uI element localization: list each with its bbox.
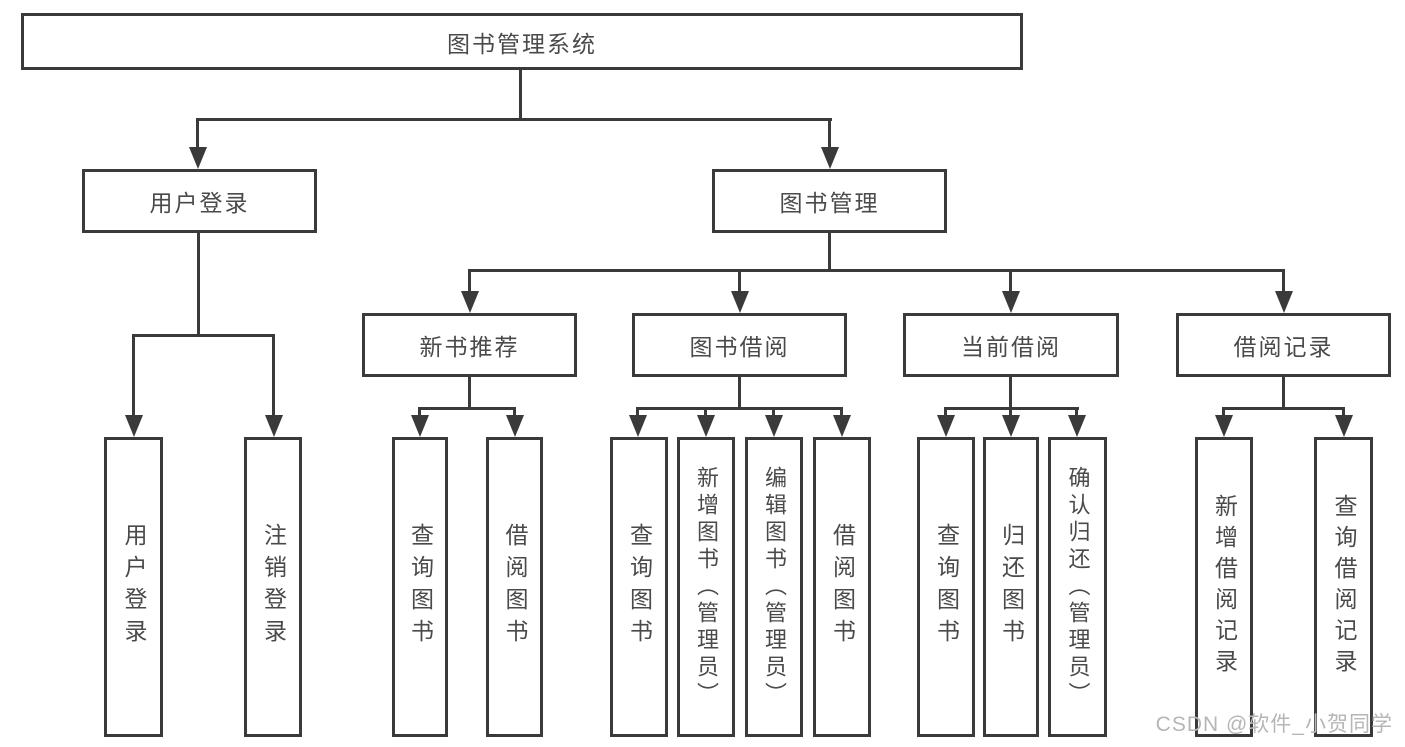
arrow-down-icon	[506, 415, 524, 437]
connector-line	[944, 407, 947, 421]
connector-line	[272, 334, 275, 420]
node-root: 图书管理系统	[21, 13, 1023, 70]
node-user-login-label: 用户登录	[149, 190, 250, 216]
leaf-newbook-query-label: 查询图书	[407, 523, 434, 651]
connector-line	[738, 269, 741, 295]
connector-line	[132, 334, 275, 337]
leaf-borrow-add-admin-label: 新增图书（管理员）	[694, 465, 719, 709]
node-book-borrow-label: 图书借阅	[689, 334, 790, 360]
arrow-down-icon	[821, 147, 839, 169]
node-new-book-recommend-label: 新书推荐	[419, 334, 520, 360]
connector-line	[1009, 407, 1012, 421]
leaf-user-login-label: 用户登录	[121, 523, 147, 651]
arrow-down-icon	[1002, 415, 1020, 437]
connector-line	[828, 118, 831, 152]
connector-line	[738, 377, 741, 410]
connector-line	[196, 118, 199, 152]
arrow-down-icon	[731, 291, 749, 313]
connector-line	[1222, 407, 1345, 410]
node-book-management-label: 图书管理	[779, 190, 880, 216]
leaf-newbook-borrow: 借阅图书	[486, 437, 543, 737]
arrow-down-icon	[411, 415, 429, 437]
node-current-borrow: 当前借阅	[903, 313, 1119, 377]
connector-line	[197, 233, 200, 337]
arrow-down-icon	[937, 415, 955, 437]
connector-line	[1282, 269, 1285, 295]
connector-line	[840, 407, 843, 421]
leaf-current-confirm-admin-label: 确认归还（管理员）	[1065, 465, 1091, 709]
leaf-borrow-edit-admin-label: 编辑图书（管理员）	[762, 465, 787, 709]
connector-line	[513, 407, 516, 421]
leaf-borrow-edit-admin: 编辑图书（管理员）	[745, 437, 803, 737]
node-new-book-recommend: 新书推荐	[362, 313, 577, 377]
connector-line	[1342, 407, 1345, 421]
connector-line	[468, 269, 471, 295]
arrow-down-icon	[125, 415, 143, 437]
connector-line	[772, 407, 775, 421]
leaf-current-confirm-admin: 确认归还（管理员）	[1048, 437, 1107, 737]
connector-line	[636, 407, 639, 421]
connector-line	[468, 377, 471, 410]
leaf-newbook-query: 查询图书	[392, 437, 448, 737]
node-book-borrow: 图书借阅	[632, 313, 847, 377]
connector-line	[1075, 407, 1078, 421]
leaf-borrow-borrow-label: 借阅图书	[829, 523, 856, 651]
leaf-record-add-label: 新增借阅记录	[1211, 494, 1238, 680]
leaf-borrow-add-admin: 新增图书（管理员）	[677, 437, 735, 737]
leaf-current-return: 归还图书	[983, 437, 1039, 737]
arrow-down-icon	[697, 415, 715, 437]
connector-line	[1222, 407, 1225, 421]
node-root-label: 图书管理系统	[447, 30, 597, 57]
arrow-down-icon	[833, 415, 851, 437]
leaf-logout: 注销登录	[244, 437, 302, 737]
leaf-record-add: 新增借阅记录	[1195, 437, 1253, 737]
connector-line	[1009, 269, 1012, 295]
leaf-current-query: 查询图书	[917, 437, 975, 737]
leaf-borrow-borrow: 借阅图书	[813, 437, 871, 737]
arrow-down-icon	[1335, 415, 1353, 437]
connector-line	[1009, 377, 1012, 410]
leaf-borrow-query: 查询图书	[610, 437, 668, 737]
arrow-down-icon	[189, 147, 207, 169]
connector-line	[704, 407, 707, 421]
connector-line	[828, 233, 831, 272]
node-current-borrow-label: 当前借阅	[961, 334, 1061, 360]
connector-line	[418, 407, 421, 421]
connector-line	[418, 407, 516, 410]
arrow-down-icon	[461, 291, 479, 313]
node-borrow-record-label: 借阅记录	[1233, 334, 1334, 360]
leaf-user-login: 用户登录	[104, 437, 163, 737]
arrow-down-icon	[1068, 415, 1086, 437]
arrow-down-icon	[629, 415, 647, 437]
leaf-record-query: 查询借阅记录	[1314, 437, 1373, 737]
node-book-management: 图书管理	[712, 169, 947, 233]
leaf-current-query-label: 查询图书	[933, 523, 960, 651]
leaf-current-return-label: 归还图书	[998, 523, 1025, 651]
connector-line	[196, 118, 832, 121]
watermark: CSDN @软件_小贺同学	[1155, 713, 1393, 736]
arrow-down-icon	[1275, 291, 1293, 313]
leaf-borrow-query-label: 查询图书	[626, 523, 653, 651]
node-user-login: 用户登录	[82, 169, 317, 233]
arrow-down-icon	[1002, 291, 1020, 313]
leaf-record-query-label: 查询借阅记录	[1331, 494, 1357, 680]
connector-line	[468, 269, 1285, 272]
connector-line	[1282, 377, 1285, 410]
arrow-down-icon	[765, 415, 783, 437]
connector-line	[519, 70, 522, 121]
connector-line	[636, 407, 843, 410]
arrow-down-icon	[265, 415, 283, 437]
node-borrow-record: 借阅记录	[1176, 313, 1391, 377]
connector-line	[132, 334, 135, 420]
arrow-down-icon	[1215, 415, 1233, 437]
leaf-newbook-borrow-label: 借阅图书	[502, 523, 528, 651]
leaf-logout-label: 注销登录	[260, 523, 287, 651]
